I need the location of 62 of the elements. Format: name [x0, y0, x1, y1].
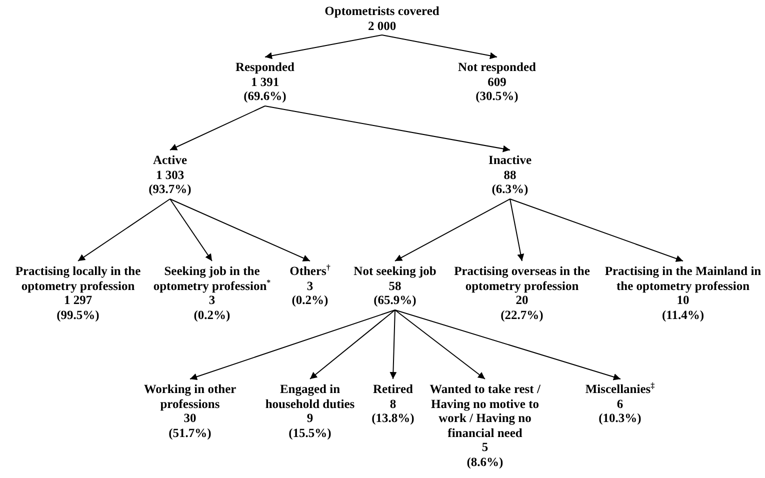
count-value: 88 [502, 168, 518, 182]
percentage-value: (10.3%) [598, 411, 642, 426]
percentage-value: (0.2%) [290, 293, 330, 308]
node-heading: Not responded [457, 60, 537, 74]
count-value: 58 [388, 278, 402, 293]
arrow [190, 310, 396, 380]
arrow [264, 106, 510, 152]
count-value: 30 [182, 411, 198, 426]
percentage-value: (51.7%) [168, 426, 212, 440]
node-heading: Engaged in household duties [264, 382, 356, 411]
percentage-value: (8.6%) [466, 454, 504, 469]
percentage-value: (6.3%) [490, 182, 530, 196]
node-heading: Not seeking job [352, 264, 438, 278]
percentage-value: (99.5%) [56, 308, 100, 322]
count-value: 609 [486, 74, 508, 89]
arrow [78, 198, 170, 262]
arrow [170, 106, 266, 150]
arrow [394, 310, 486, 380]
arrow [390, 310, 397, 380]
count-value: 20 [514, 293, 530, 308]
node-heading: Miscellanies$^{‡}$ [584, 382, 656, 396]
arrow [394, 310, 621, 380]
node-heading: Seeking job in the optometry profession$^{*}$ [152, 264, 272, 293]
percentage-value: (15.5%) [288, 426, 332, 440]
arrow [510, 198, 684, 262]
count-value: 6 [616, 396, 624, 411]
count-value: 5 [480, 440, 490, 454]
count-value: 9 [306, 411, 314, 426]
percentage-value: (93.7%) [148, 182, 192, 196]
count-value: 8 [388, 396, 398, 411]
percentage-value: (22.7%) [500, 308, 544, 322]
percentage-value: (65.9%) [372, 293, 418, 308]
count-value: 1 391 [250, 74, 280, 89]
node-heading: Responded [234, 60, 296, 74]
count-value: 3 [208, 293, 216, 308]
arrow [264, 34, 382, 60]
count-value: 3 [306, 278, 314, 293]
node-heading: Retired [372, 382, 414, 396]
count-value: 1 297 [62, 293, 94, 308]
node-heading: Practising in the Mainland in the optometry profession [604, 264, 762, 293]
node-heading: Inactive [487, 153, 533, 168]
percentage-value: (30.5%) [474, 89, 520, 104]
node-heading: Practising overseas in the optometry profession [453, 264, 591, 293]
arrow [510, 198, 524, 262]
node-heading: Working in other professions [142, 382, 238, 411]
count-value: 2 000 [366, 18, 398, 33]
percentage-value: (69.6%) [242, 89, 288, 104]
node-heading: Wanted to take rest / Having no motive to work / Having no financial need [428, 382, 542, 440]
count-value: 1 303 [154, 168, 186, 182]
percentage-value: (0.2%) [192, 308, 232, 322]
node-heading: Practising locally in the optometry profession [14, 264, 142, 293]
arrow [170, 198, 310, 262]
arrow [382, 34, 498, 60]
arrow [310, 310, 396, 380]
node-heading: Optometrists covered [324, 4, 440, 18]
arrow [394, 198, 510, 262]
node-heading: Active [152, 153, 188, 168]
percentage-value: (13.8%) [370, 411, 416, 426]
node-heading: Others$^{†}$ [288, 264, 332, 278]
arrow [170, 198, 212, 262]
count-value: 10 [676, 293, 690, 308]
percentage-value: (11.4%) [660, 308, 705, 322]
